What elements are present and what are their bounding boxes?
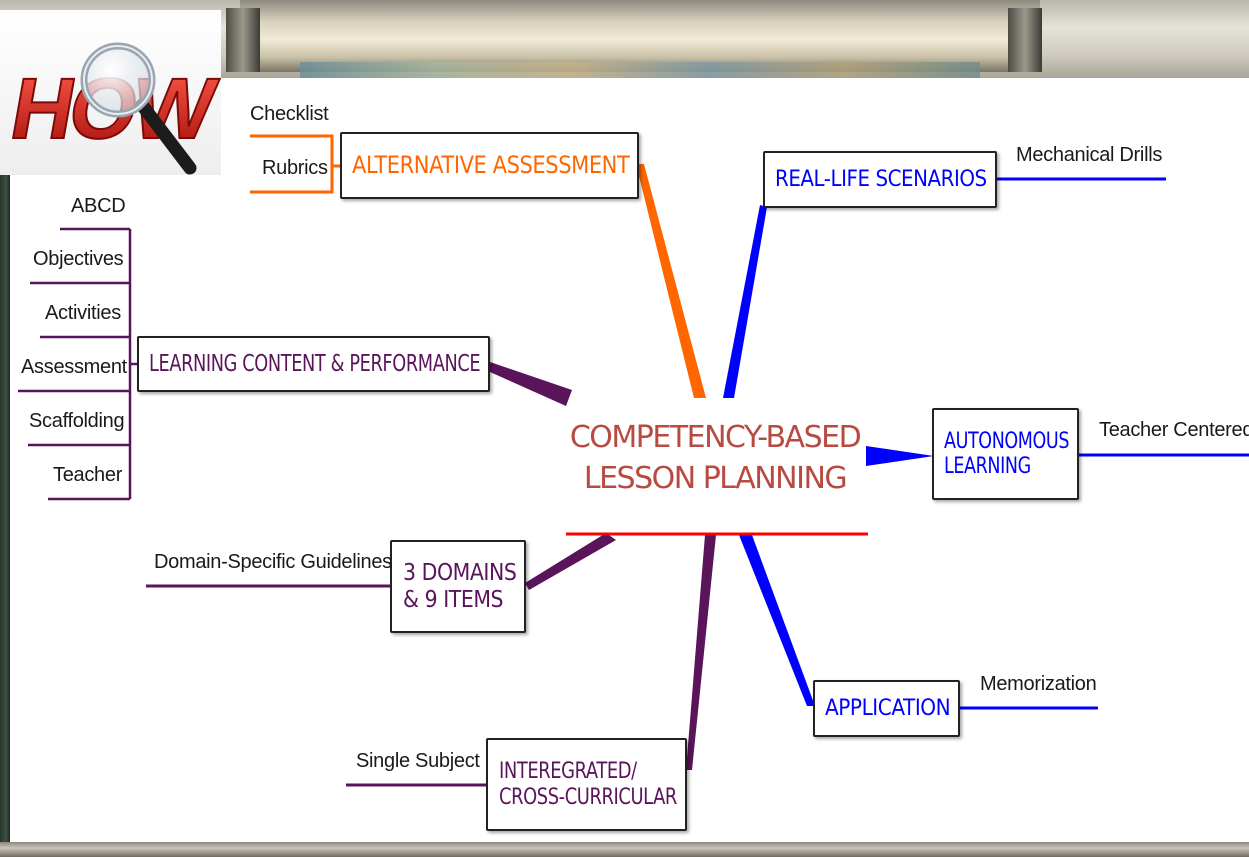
node-learning-content[interactable]: LEARNING CONTENT & PERFORMANCE [137, 336, 490, 392]
node-integrated-line2: CROSS-CURRICULAR [499, 784, 677, 810]
leaf-mechanical-drills[interactable]: Mechanical Drills [1016, 144, 1163, 166]
projector-screen-roll [240, 0, 1040, 72]
roll-left-cap [226, 8, 260, 72]
leaf-objectives[interactable]: Objectives [33, 248, 124, 270]
node-domains-line1: 3 DOMAINS [403, 560, 517, 587]
node-alternative-assessment-label: ALTERNATIVE ASSESSMENT [352, 150, 630, 179]
spoke-application [739, 535, 815, 706]
leaf-scaffolding[interactable]: Scaffolding [29, 410, 125, 432]
center-topic: COMPETENCY-BASED LESSON PLANNING [560, 418, 870, 499]
leaf-teacher-centered[interactable]: Teacher Centered [1099, 419, 1249, 441]
roll-right-cap [1008, 8, 1042, 72]
node-integrated[interactable]: INTEREGRATED/ CROSS-CURRICULAR [486, 738, 687, 831]
node-domains-line2: & 9 ITEMS [403, 586, 504, 613]
leaf-domain-guidelines[interactable]: Domain-Specific Guidelines [154, 551, 392, 573]
spoke-domains [525, 533, 616, 590]
spoke-integrated [686, 535, 716, 770]
leaf-memorization[interactable]: Memorization [980, 673, 1097, 695]
node-domains[interactable]: 3 DOMAINS & 9 ITEMS [390, 540, 526, 633]
how-logo: HOW [0, 10, 221, 175]
node-autonomous-line1: AUTONOMOUS [944, 428, 1070, 454]
spoke-learning-content [490, 362, 572, 406]
leaf-assessment[interactable]: Assessment [21, 356, 127, 378]
board-bottom-frame [0, 842, 1249, 857]
how-magnifier-icon: HOW [3, 42, 221, 175]
node-autonomous-line2: LEARNING [944, 454, 1031, 479]
spoke-alternative-assessment [636, 164, 706, 398]
spoke-real-life [723, 205, 767, 398]
node-alternative-assessment[interactable]: ALTERNATIVE ASSESSMENT [340, 132, 639, 199]
center-topic-line1: COMPETENCY-BASED [569, 420, 862, 455]
leaf-teacher[interactable]: Teacher [53, 464, 123, 486]
leaf-checklist[interactable]: Checklist [250, 103, 329, 125]
node-integrated-line1: INTEREGRATED/ [499, 759, 637, 785]
leaf-rubrics[interactable]: Rubrics [262, 157, 328, 179]
node-learning-content-label: LEARNING CONTENT & PERFORMANCE [149, 350, 481, 377]
node-autonomous[interactable]: AUTONOMOUS LEARNING [932, 408, 1079, 500]
center-topic-line2: LESSON PLANNING [583, 460, 848, 496]
node-real-life[interactable]: REAL-LIFE SCENARIOS [763, 151, 997, 208]
leaf-abcd[interactable]: ABCD [71, 195, 126, 217]
board-left-frame [0, 175, 10, 857]
spoke-autonomous [866, 446, 934, 466]
node-real-life-label: REAL-LIFE SCENARIOS [775, 166, 987, 192]
map-strip [300, 62, 980, 78]
node-application-label: APPLICATION [825, 695, 951, 721]
node-application[interactable]: APPLICATION [813, 680, 960, 737]
connector-checklist [250, 134, 334, 194]
leaf-single-subject[interactable]: Single Subject [356, 750, 480, 772]
leaf-activities[interactable]: Activities [45, 302, 121, 324]
